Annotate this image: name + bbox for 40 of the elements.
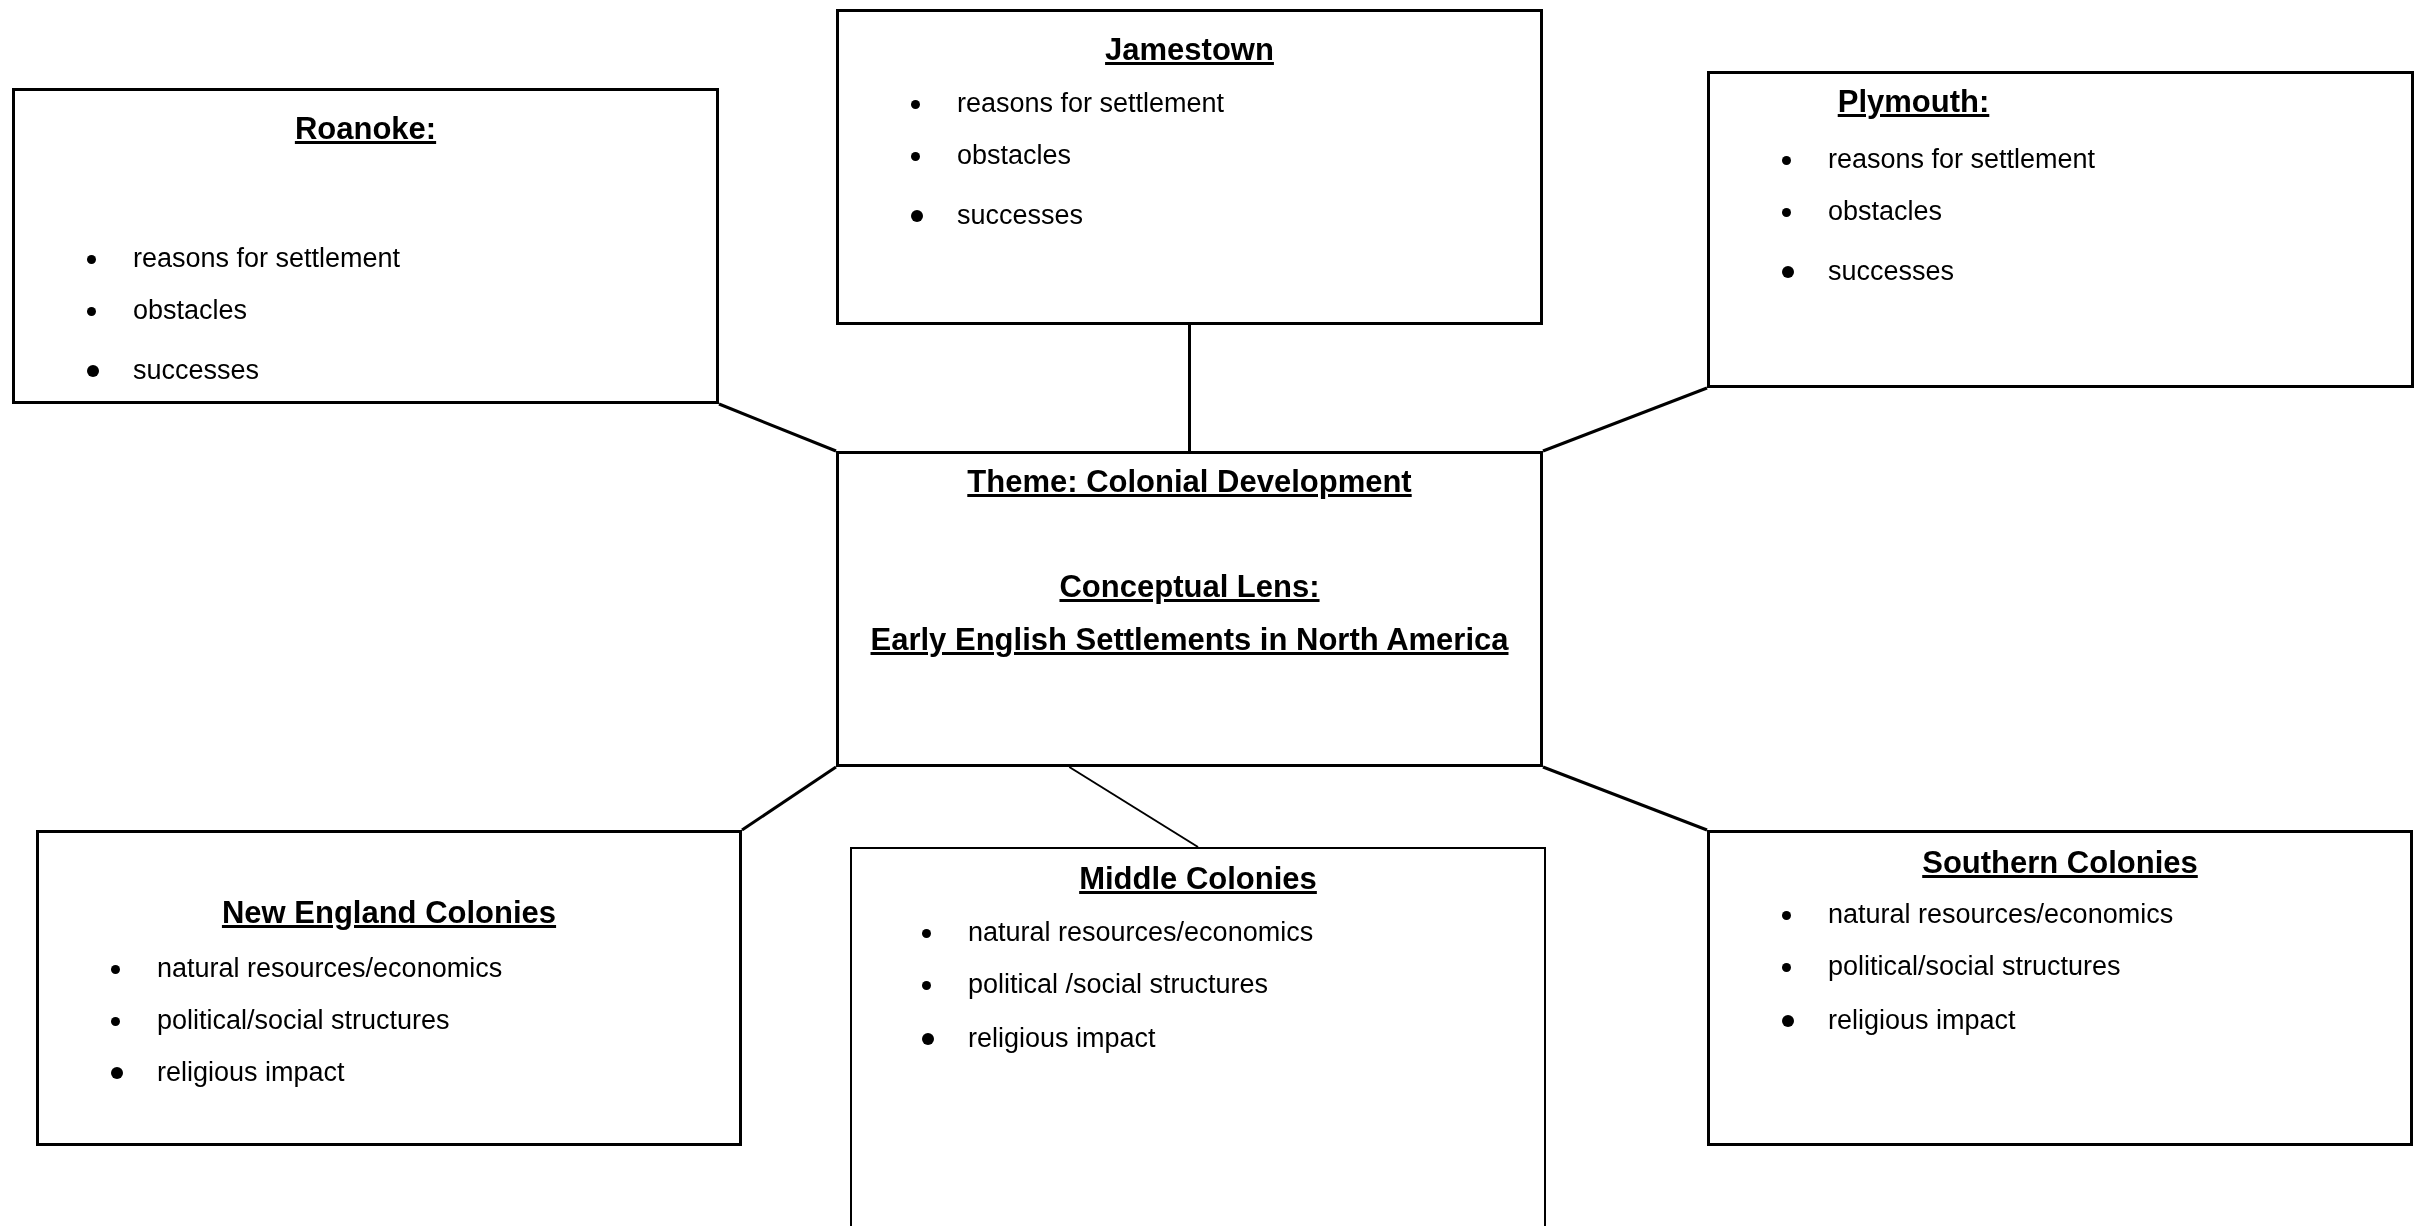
bullet-text: natural resources/economics bbox=[968, 917, 1314, 948]
connector-line bbox=[741, 765, 837, 832]
connector-line bbox=[1542, 765, 1708, 832]
heading: Roanoke: bbox=[293, 111, 438, 147]
topic-box bbox=[36, 830, 742, 1146]
heading: Jamestown bbox=[1104, 32, 1275, 68]
topic-box bbox=[1707, 71, 2414, 388]
heading: Southern Colonies bbox=[1921, 845, 2199, 881]
bullet-text: obstacles bbox=[957, 140, 1072, 171]
bullet-text: reasons for settlement bbox=[1828, 144, 2096, 175]
heading: Early English Settlements in North America bbox=[869, 622, 1510, 658]
topic-box bbox=[836, 9, 1543, 325]
bullet-text: successes bbox=[957, 200, 1084, 231]
bullet-text: successes bbox=[133, 355, 260, 386]
bullet-text: political /social structures bbox=[968, 969, 1269, 1000]
heading: Theme: Colonial Development bbox=[966, 464, 1413, 500]
bullet-text: obstacles bbox=[1828, 196, 1943, 227]
heading: Conceptual Lens: bbox=[1058, 569, 1321, 605]
heading: Middle Colonies bbox=[1078, 861, 1318, 897]
topic-box bbox=[12, 88, 719, 404]
topic-box bbox=[836, 451, 1543, 767]
topic-box bbox=[1707, 830, 2413, 1146]
heading: New England Colonies bbox=[220, 895, 558, 931]
bullet-text: natural resources/economics bbox=[157, 953, 503, 984]
heading: Plymouth: bbox=[1836, 84, 1991, 120]
connector-line bbox=[1188, 325, 1191, 451]
bullet-text: reasons for settlement bbox=[133, 243, 401, 274]
bullet-text: political/social structures bbox=[1828, 951, 2121, 982]
bullet-text: reasons for settlement bbox=[957, 88, 1225, 119]
connector-line bbox=[1068, 766, 1199, 848]
bullet-text: political/social structures bbox=[157, 1005, 450, 1036]
topic-box bbox=[850, 847, 1546, 1226]
bullet-text: religious impact bbox=[968, 1023, 1156, 1054]
bullet-text: religious impact bbox=[1828, 1005, 2016, 1036]
connector-line bbox=[718, 402, 837, 453]
bullet-text: natural resources/economics bbox=[1828, 899, 2174, 930]
bullet-text: successes bbox=[1828, 256, 1955, 287]
connector-line bbox=[1542, 386, 1708, 453]
bullet-text: religious impact bbox=[157, 1057, 345, 1088]
bullet-text: obstacles bbox=[133, 295, 248, 326]
